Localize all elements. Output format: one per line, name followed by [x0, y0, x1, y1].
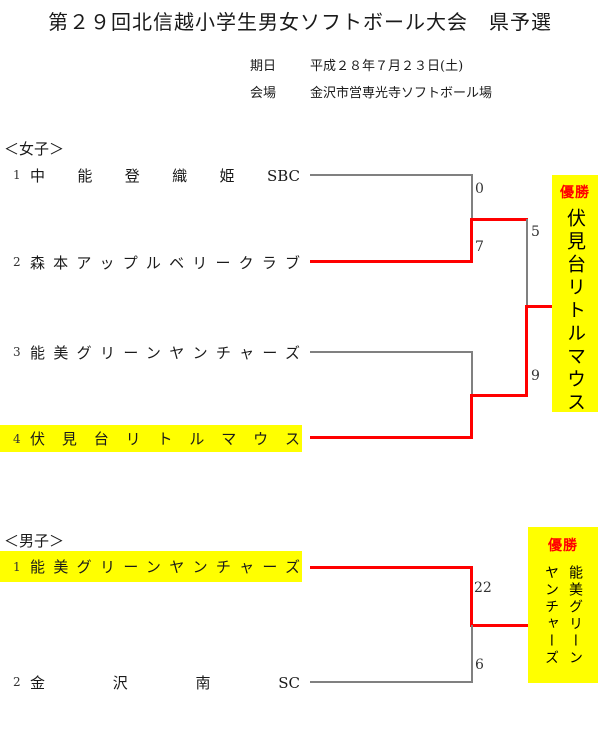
event-info: 期日 平成２８年７月２３日(土) 会場 金沢市営専光寺ソフトボール場: [250, 53, 492, 107]
womens-champion-name: 伏見台リトルマウス: [564, 207, 586, 415]
page-title: 第２９回北信越小学生男女ソフトボール大会 県予選: [48, 10, 552, 34]
womens-team-4-line: [310, 436, 473, 439]
mens-section-header: ＜男子＞: [4, 532, 65, 550]
mens-champion-name-col1: 能美グリーン: [567, 565, 583, 667]
womens-champion-label: 優勝: [560, 185, 590, 201]
womens-team-2-name: 森本アップルベリークラブ: [30, 253, 300, 272]
womens-section-header: ＜女子＞: [4, 140, 65, 158]
womens-final-upper-vline: [526, 219, 528, 307]
mens-team-1-seed: 1: [13, 559, 21, 574]
womens-team-1-line: [310, 174, 472, 176]
womens-team-1-name: 中能登織姫SBC: [30, 166, 300, 185]
womens-team-4-name: 伏見台リトルマウス: [30, 430, 300, 448]
event-date-row: 期日 平成２８年７月２３日(土): [250, 53, 492, 80]
womens-team-4-seed: 4: [13, 431, 21, 446]
mens-team-2-name: 金沢南SC: [30, 673, 300, 692]
womens-team-row-2: 2 森本アップルベリークラブ: [0, 249, 302, 275]
womens-team-2-line: [310, 260, 473, 263]
womens-team-row-1: 1 中能登織姫SBC: [0, 162, 302, 188]
womens-team-2-seed: 2: [13, 255, 21, 269]
mens-team-2-seed: 2: [13, 675, 21, 689]
mens-champion-name: 能美グリーンヤンチャーズ: [539, 560, 587, 672]
venue-value: 金沢市営専光寺ソフトボール場: [310, 86, 493, 101]
event-venue-row: 会場 金沢市営専光寺ソフトボール場: [250, 80, 492, 107]
womens-champion-connector: [525, 305, 552, 308]
womens-sf2-winner-connector: [470, 394, 528, 397]
womens-sf1-upper-vline: [471, 174, 473, 220]
womens-sf1-top-score: 0: [475, 181, 484, 197]
womens-sf2-lower-vline: [470, 394, 473, 439]
womens-final-lower-vline: [525, 305, 528, 397]
mens-team-row-1-winner-highlight: 1 能美グリーンヤンチャーズ: [0, 551, 302, 582]
mens-champion-connector: [470, 624, 528, 627]
mens-champion-box: 優勝 能美グリーンヤンチャーズ: [528, 527, 598, 683]
mens-team-1-name: 能美グリーンヤンチャーズ: [30, 558, 300, 576]
mens-team-row-2: 2 金沢南SC: [0, 669, 302, 695]
mens-final-upper-vline: [470, 566, 473, 627]
womens-team-3-name: 能美グリーンヤンチャーズ: [30, 343, 300, 362]
womens-sf2-upper-vline: [471, 351, 473, 396]
womens-team-1-seed: 1: [13, 168, 21, 182]
mens-final-top-score: 22: [474, 580, 492, 596]
womens-final-top-score: 5: [531, 224, 540, 240]
mens-champion-name-col2: ヤンチャーズ: [543, 565, 559, 667]
womens-sf1-bottom-score: 7: [475, 239, 484, 255]
mens-champion-label: 優勝: [548, 538, 578, 554]
womens-team-3-line: [310, 351, 472, 353]
womens-team-3-seed: 3: [13, 345, 21, 359]
womens-final-bottom-score: 9: [531, 368, 540, 384]
mens-team-1-line: [310, 566, 473, 569]
date-value: 平成２８年７月２３日(土): [310, 59, 464, 74]
womens-champion-box: 優勝 伏見台リトルマウス: [552, 175, 598, 415]
mens-team-2-line: [310, 681, 472, 683]
date-label: 期日: [250, 59, 277, 74]
mens-final-bottom-score: 6: [475, 657, 484, 673]
womens-sf1-winner-connector: [470, 218, 528, 221]
womens-team-row-4-winner-highlight: 4 伏見台リトルマウス: [0, 425, 302, 452]
mens-final-lower-vline: [471, 625, 473, 683]
womens-team-row-3: 3 能美グリーンヤンチャーズ: [0, 339, 302, 365]
womens-sf1-lower-vline: [470, 218, 473, 263]
venue-label: 会場: [250, 86, 277, 101]
